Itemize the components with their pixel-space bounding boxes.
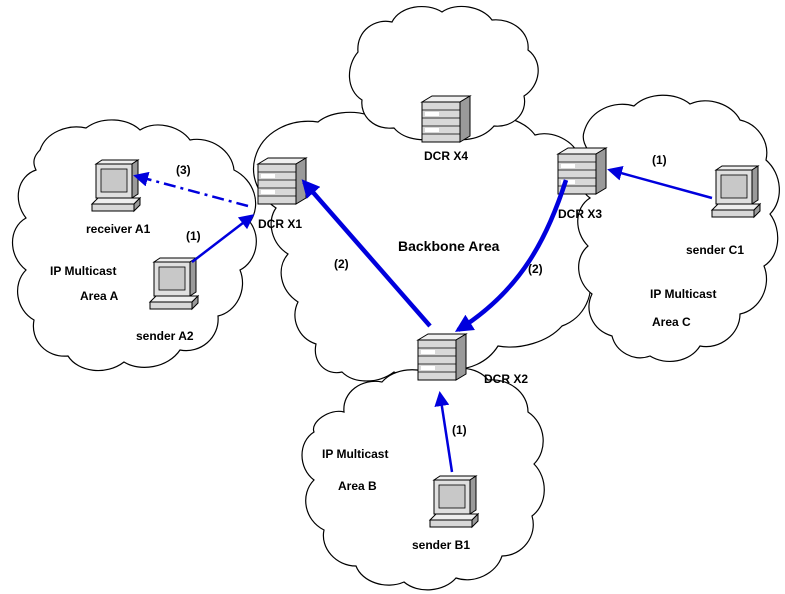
sender-c1-computer-icon	[711, 165, 761, 218]
step-label-a2-to-x1: (1)	[186, 229, 201, 243]
sender-a2-computer-icon	[149, 257, 199, 310]
backbone-area-label: Backbone Area	[398, 238, 500, 254]
step-label-c1-to-x3: (1)	[652, 153, 667, 167]
router-x2-icon	[417, 333, 467, 381]
router-x4-label: DCR X4	[424, 149, 468, 163]
sender-b1-computer-icon	[429, 475, 479, 528]
router-x2-label: DCR X2	[484, 372, 528, 386]
arrow-b1-to-x2	[434, 391, 454, 473]
router-x1-label: DCR X1	[258, 217, 302, 231]
step-label-x1-to-a1: (3)	[176, 163, 191, 177]
area-c-cloud	[576, 94, 780, 363]
area-a-cloud	[12, 119, 257, 372]
router-x1-icon	[257, 157, 307, 205]
area-a-label-line1: IP Multicast	[50, 264, 116, 278]
arrow-a2-to-x1	[191, 214, 255, 263]
router-x3-label: DCR X3	[558, 207, 602, 221]
sender-c1-label: sender C1	[686, 243, 744, 257]
router-x4-icon	[421, 95, 471, 143]
area-a-label-line2: Area A	[80, 289, 119, 303]
area-x4-cloud	[348, 5, 539, 141]
arrow-x1-to-a1	[133, 171, 249, 208]
arrow-x3-to-x2	[454, 179, 569, 332]
sender-b1-label: sender B1	[412, 538, 470, 552]
step-label-b1-to-x2: (1)	[452, 423, 467, 437]
area-c-label-line2: Area C	[652, 315, 691, 329]
receiver-a1-computer-icon	[91, 159, 141, 212]
area-b-label-line1: IP Multicast	[322, 447, 388, 461]
area-b-label-line2: Area B	[338, 479, 377, 493]
sender-a2-label: sender A2	[136, 329, 194, 343]
receiver-a1-label: receiver A1	[86, 222, 151, 236]
area-c-label-line1: IP Multicast	[650, 287, 716, 301]
arrow-c1-to-x3	[607, 165, 713, 200]
step-label-x3-to-x2: (2)	[528, 262, 543, 276]
step-label-x2-to-x1: (2)	[334, 257, 349, 271]
arrow-x2-to-x1	[301, 179, 432, 328]
